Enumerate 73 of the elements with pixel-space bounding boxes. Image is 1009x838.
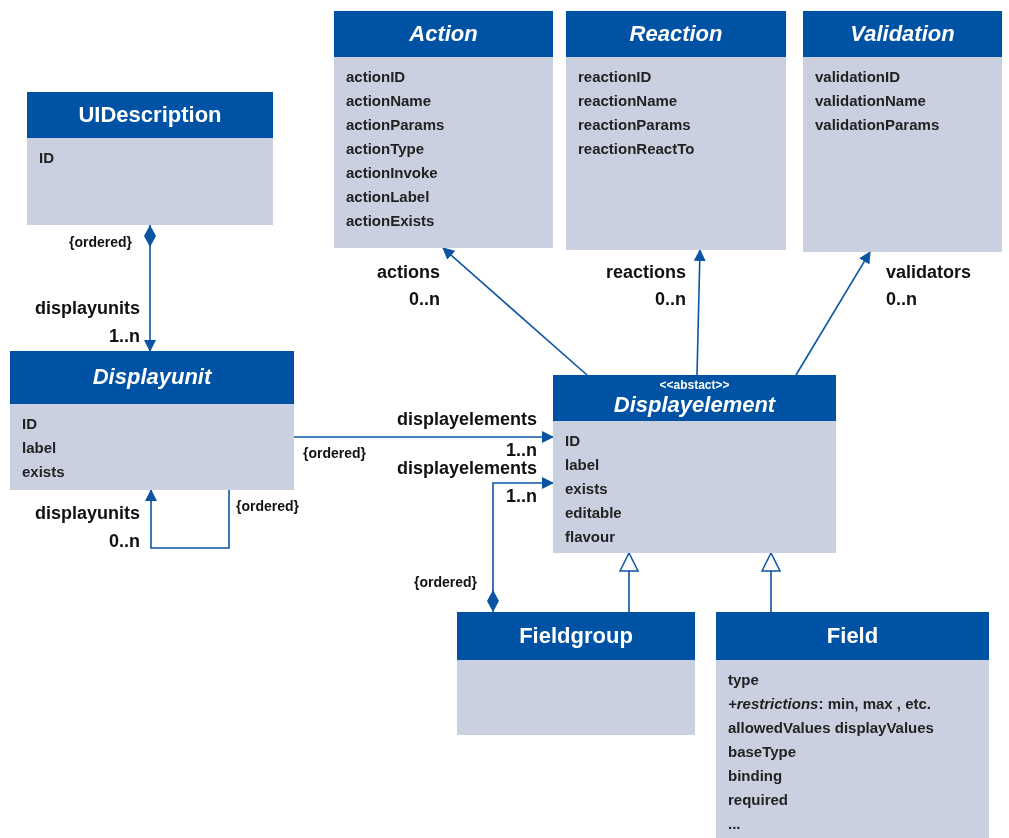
- attribute-text: actionName: [346, 91, 432, 111]
- attribute-text: editable: [565, 503, 622, 523]
- class-name: Displayelement: [613, 392, 776, 417]
- attribute-text: validationID: [815, 67, 900, 87]
- attribute-text: reactionName: [578, 91, 678, 111]
- association-arrow: [693, 249, 706, 376]
- attribute-text: reactionParams: [578, 115, 691, 135]
- class-box: [716, 612, 989, 838]
- class-name: UIDescription: [78, 102, 222, 128]
- attribute-text: ID: [39, 148, 54, 168]
- attribute-text: binding: [728, 766, 783, 786]
- attribute-text: exists: [22, 462, 65, 482]
- attribute-text: required: [728, 790, 788, 810]
- class-box: [334, 11, 553, 248]
- attribute-text: reactionReactTo: [578, 139, 695, 159]
- class-name: Fieldgroup: [519, 623, 633, 649]
- class-box: [566, 11, 786, 250]
- attribute-text: actionParams: [346, 115, 445, 135]
- role-name: actions: [376, 263, 440, 281]
- multiplicity-label: 0..n: [655, 290, 686, 308]
- class-box: [803, 11, 1002, 252]
- attribute-text: actionInvoke: [346, 163, 438, 183]
- attribute-text: label: [22, 438, 57, 458]
- inheritance-arrow: [761, 552, 781, 613]
- role-name: displayelements: [396, 410, 537, 428]
- attribute-text: allowedValues displayValues: [728, 718, 934, 738]
- attribute-text: ...: [728, 814, 741, 834]
- class-name: Validation: [850, 21, 955, 47]
- association-arrow: [487, 477, 554, 613]
- attribute-text: validationName: [815, 91, 926, 111]
- attribute-text: ID: [22, 414, 37, 434]
- attribute-text: validationParams: [815, 115, 940, 135]
- class-box: [457, 612, 695, 735]
- attribute-text: flavour: [565, 527, 615, 547]
- attribute-text: actionExists: [346, 211, 435, 231]
- attribute-text: ID: [565, 431, 580, 451]
- class-name: Field: [826, 623, 879, 649]
- class-name: Displayunit: [92, 365, 212, 390]
- multiplicity-label: 1..n: [506, 487, 537, 505]
- attribute-text: actionType: [346, 139, 425, 159]
- multiplicity-label: 0..n: [886, 290, 917, 308]
- class-name: Reaction: [629, 21, 723, 47]
- attribute-text: +restrictions: min, max , etc.: [728, 694, 931, 714]
- constraint-label: {ordered}: [303, 446, 367, 460]
- association-arrow: [293, 431, 554, 443]
- multiplicity-label: 1..n: [109, 327, 140, 345]
- attribute-text: exists: [565, 479, 608, 499]
- constraint-label: {ordered}: [413, 575, 477, 589]
- association-arrow: [442, 247, 588, 376]
- class-box: [10, 351, 294, 490]
- class-name: Action: [409, 21, 478, 47]
- role-name: displayunits: [34, 504, 140, 522]
- multiplicity-label: 0..n: [109, 532, 140, 550]
- class-box: [553, 375, 836, 553]
- stereotype-label: <<abstact>>: [659, 379, 730, 393]
- attribute-text: reactionID: [578, 67, 652, 87]
- multiplicity-label: 0..n: [409, 290, 440, 308]
- role-name: validators: [886, 263, 972, 281]
- attribute-text: actionID: [346, 67, 406, 87]
- class-box: [27, 92, 273, 225]
- inheritance-arrow: [619, 552, 639, 613]
- association-arrow: [145, 489, 230, 549]
- role-name: reactions: [605, 263, 686, 281]
- association-arrow: [795, 251, 871, 376]
- constraint-label: {ordered}: [236, 499, 300, 513]
- attribute-text: label: [565, 455, 600, 475]
- role-name: displayelements: [396, 459, 537, 477]
- role-name: displayunits: [34, 299, 140, 317]
- association-arrow: [144, 224, 156, 352]
- attribute-text: type: [728, 670, 759, 690]
- multiplicity-label: 1..n: [506, 441, 537, 459]
- attribute-text: actionLabel: [346, 187, 430, 207]
- attribute-text: baseType: [728, 742, 797, 762]
